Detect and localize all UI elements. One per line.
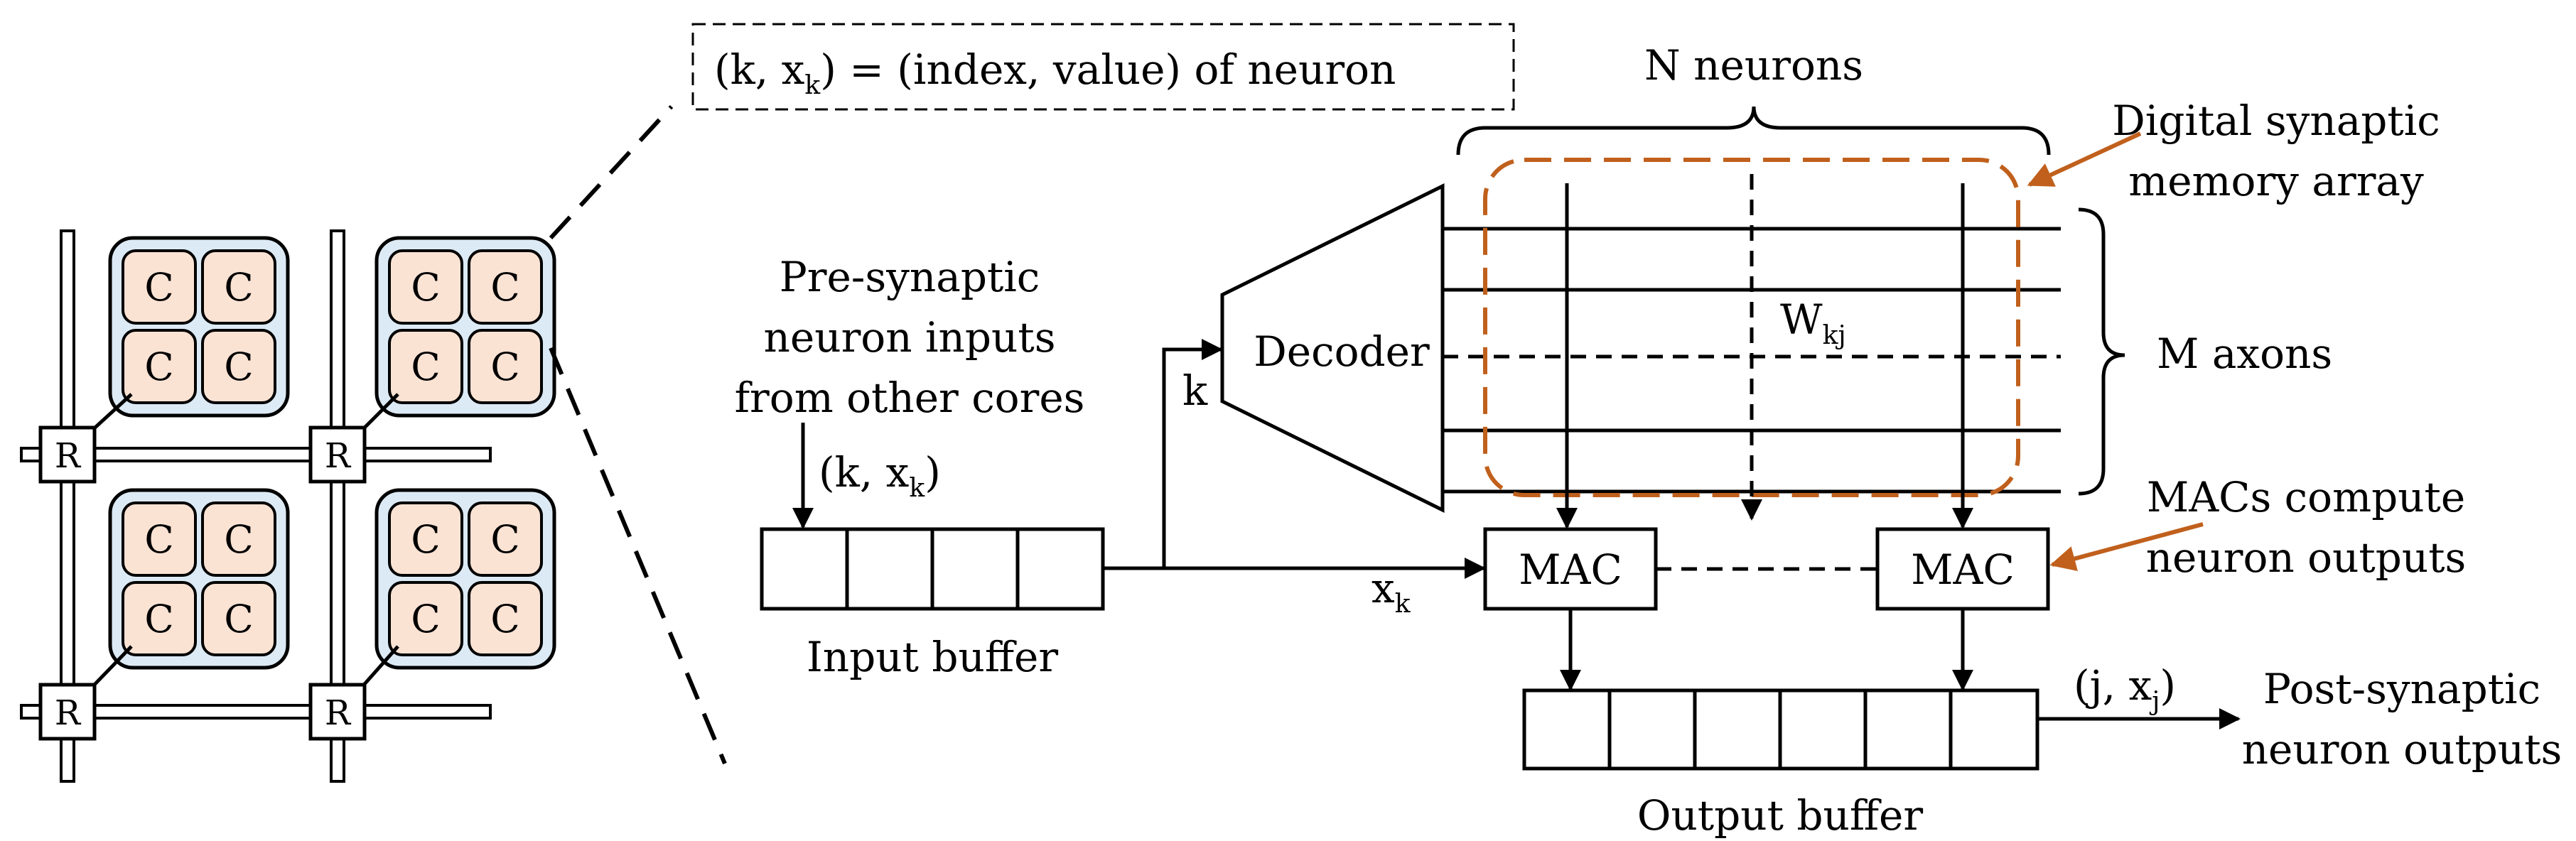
output-buffer-label: Output buffer xyxy=(1637,791,1923,840)
core-label: C xyxy=(490,265,519,310)
core-box xyxy=(388,329,463,404)
n-neurons-label: N neurons xyxy=(1644,41,1863,89)
core-box xyxy=(388,581,463,656)
router-label: R xyxy=(55,693,82,733)
k-label: k xyxy=(1182,367,1208,415)
digital-synaptic-label-line2: memory array xyxy=(2128,157,2424,205)
digital-synaptic-label-line1: Digital synaptic xyxy=(2112,97,2440,145)
mesh-link-horizontal xyxy=(20,704,492,720)
core-label: C xyxy=(411,517,440,562)
core-box xyxy=(201,501,276,577)
router-box xyxy=(38,683,97,741)
core-box xyxy=(122,581,197,656)
core-label: C xyxy=(224,265,253,310)
core-box xyxy=(201,249,276,325)
callout-box xyxy=(691,23,1515,111)
input-buffer-label: Input buffer xyxy=(807,633,1059,681)
core-label: C xyxy=(224,517,253,562)
macs-compute-label-line2: neuron outputs xyxy=(2146,533,2467,582)
core-label: C xyxy=(144,597,173,641)
core-box xyxy=(201,581,276,656)
core-box xyxy=(388,501,463,577)
mesh-link-horizontal xyxy=(20,447,492,462)
core-box xyxy=(468,581,543,656)
router-box xyxy=(38,425,97,484)
core-label: C xyxy=(144,517,173,562)
core-box xyxy=(468,501,543,577)
mac-block-first: MAC xyxy=(1483,527,1658,611)
core-label: C xyxy=(144,265,173,310)
core-box xyxy=(122,249,197,325)
n-neurons-brace xyxy=(1456,106,2051,156)
core-box xyxy=(388,249,463,325)
router-label: R xyxy=(325,693,352,733)
zoom-line-bottom xyxy=(549,347,727,765)
core-label: C xyxy=(490,597,519,641)
xk-label: xk xyxy=(1371,564,1411,619)
core-box xyxy=(122,329,197,404)
input-buffer xyxy=(760,527,1105,611)
presynaptic-label-line3: from other cores xyxy=(735,374,1085,422)
router-box xyxy=(308,425,367,484)
core-label: C xyxy=(411,344,440,389)
mac-pointer-arrow xyxy=(2049,522,2204,571)
zoom-line-top xyxy=(549,104,674,240)
input-pair-label: (k, xk) xyxy=(819,448,941,503)
decoder-label: Decoder xyxy=(1254,327,1430,376)
output-pair-label: (j, xj) xyxy=(2074,661,2176,716)
decoder-block xyxy=(1220,183,1445,514)
memory-array-pointer-arrow xyxy=(2027,131,2142,187)
core-label: C xyxy=(490,517,519,562)
output-buffer xyxy=(1522,688,2039,771)
core-label: C xyxy=(411,597,440,641)
macs-compute-label-line1: MACs compute xyxy=(2147,473,2465,521)
svg-text:MAC: MAC xyxy=(1519,546,1622,594)
presynaptic-label-line2: neuron inputs xyxy=(764,313,1056,362)
weight-label: Wkj xyxy=(1780,295,1846,350)
mesh-link-vertical xyxy=(60,229,75,783)
core-label: C xyxy=(411,265,440,310)
router-label: R xyxy=(325,436,352,476)
core-label: C xyxy=(224,597,253,641)
router-box xyxy=(308,683,367,741)
core-box xyxy=(468,249,543,325)
m-axons-brace xyxy=(2078,207,2125,496)
core-label: C xyxy=(224,344,253,389)
router-label: R xyxy=(55,436,82,476)
mac-block-last: MAC xyxy=(1875,527,2050,611)
core-label: C xyxy=(144,344,173,389)
callout-text: (k, xk) = (index, value) of neuron xyxy=(714,45,1396,100)
postsynaptic-label-line2: neuron outputs xyxy=(2242,725,2562,774)
synaptic-memory-array-boundary xyxy=(1483,158,2020,497)
core-box xyxy=(468,329,543,404)
m-axons-label: M axons xyxy=(2157,330,2332,378)
core-box xyxy=(201,329,276,404)
core-box xyxy=(122,501,197,577)
svg-text:MAC: MAC xyxy=(1911,546,2015,594)
core-label: C xyxy=(490,344,519,389)
postsynaptic-label-line1: Post-synaptic xyxy=(2263,665,2540,713)
presynaptic-label-line1: Pre-synaptic xyxy=(780,253,1040,301)
mesh-link-vertical xyxy=(330,229,345,783)
